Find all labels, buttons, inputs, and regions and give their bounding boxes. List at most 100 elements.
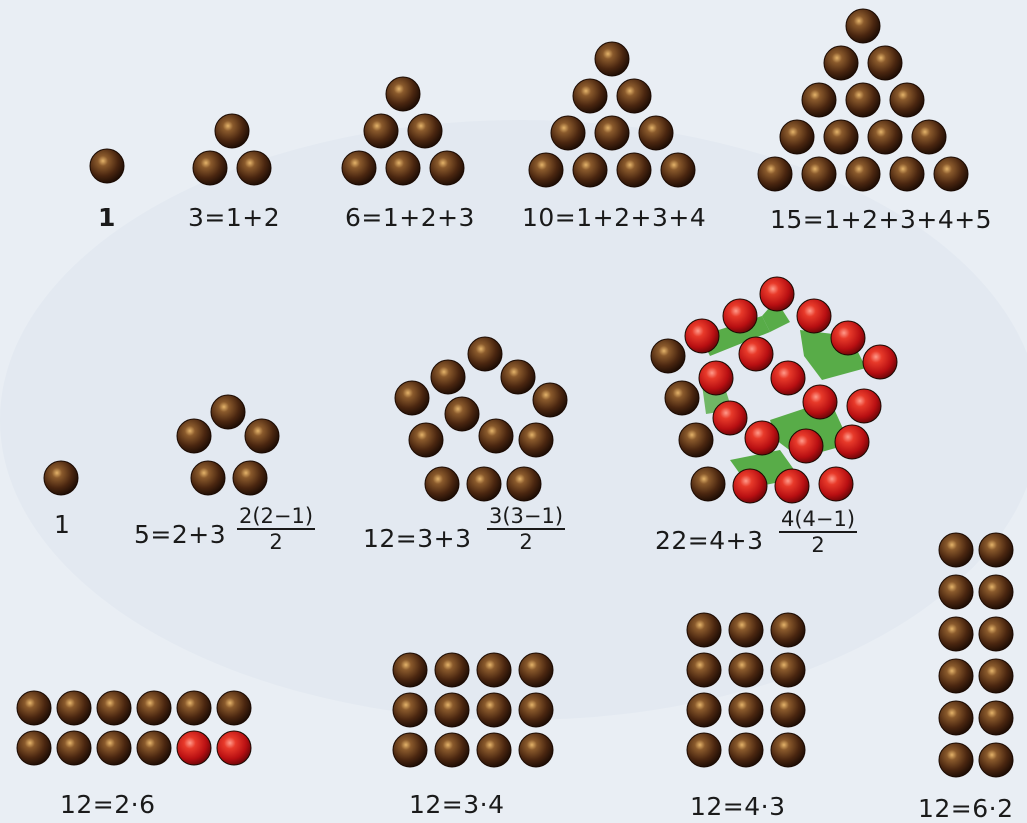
pentagonal-bead bbox=[685, 319, 719, 353]
rectangular-bead bbox=[939, 575, 973, 609]
rectangular-bead bbox=[519, 693, 553, 727]
pentagonal-bead bbox=[395, 381, 429, 415]
rectangular-label: 12=3·4 bbox=[409, 790, 505, 819]
pentagonal-bead bbox=[797, 299, 831, 333]
pentagonal-label: 1 bbox=[54, 510, 70, 539]
triangular-label: 10=1+2+3+4 bbox=[522, 203, 706, 232]
pentagonal-bead bbox=[431, 360, 465, 394]
pentagonal-label: 22=4+3 bbox=[655, 526, 764, 555]
pentagonal-bead bbox=[479, 419, 513, 453]
triangular-bead bbox=[595, 42, 629, 76]
triangular-bead bbox=[661, 153, 695, 187]
rectangular-bead bbox=[519, 733, 553, 767]
triangular-bead bbox=[846, 9, 880, 43]
triangular-bead bbox=[802, 83, 836, 117]
pentagonal-label: 5=2+3 bbox=[134, 520, 226, 549]
triangular-bead bbox=[364, 114, 398, 148]
rectangular-label: 12=4·3 bbox=[690, 792, 786, 821]
triangular-bead bbox=[846, 83, 880, 117]
triangular-bead bbox=[386, 151, 420, 185]
rectangular-bead bbox=[177, 731, 211, 765]
pentagonal-bead bbox=[425, 467, 459, 501]
rectangular-bead bbox=[687, 613, 721, 647]
rectangular-bead bbox=[979, 659, 1013, 693]
triangular-label: 1 bbox=[98, 203, 116, 232]
pentagonal-bead bbox=[771, 361, 805, 395]
triangular-bead bbox=[193, 151, 227, 185]
rectangular-bead bbox=[687, 693, 721, 727]
triangular-bead bbox=[342, 151, 376, 185]
pentagonal-bead bbox=[533, 383, 567, 417]
rectangular-bead bbox=[687, 653, 721, 687]
triangular-bead bbox=[617, 79, 651, 113]
rectangular-bead bbox=[435, 653, 469, 687]
pentagonal-bead bbox=[44, 461, 78, 495]
pentagonal-bead bbox=[789, 429, 823, 463]
pentagonal-bead bbox=[723, 299, 757, 333]
rectangular-bead bbox=[57, 691, 91, 725]
pentagonal-bead bbox=[803, 385, 837, 419]
rectangular-bead bbox=[519, 653, 553, 687]
pentagonal-bead bbox=[519, 423, 553, 457]
rectangular-bead bbox=[217, 691, 251, 725]
pentagonal-bead bbox=[699, 361, 733, 395]
pentagonal-bead bbox=[760, 277, 794, 311]
rectangular-label: 12=2·6 bbox=[60, 790, 156, 819]
rectangular-bead bbox=[939, 617, 973, 651]
fraction-denominator: 2 bbox=[779, 533, 857, 556]
pentagonal-bead bbox=[819, 467, 853, 501]
rectangular-bead bbox=[17, 691, 51, 725]
triangular-label: 6=1+2+3 bbox=[345, 203, 475, 232]
triangular-bead bbox=[912, 120, 946, 154]
pentagonal-bead bbox=[651, 339, 685, 373]
pentagonal-fraction: 2(2−1)2 bbox=[237, 505, 315, 553]
triangular-bead bbox=[573, 153, 607, 187]
triangular-bead bbox=[890, 83, 924, 117]
rectangular-bead bbox=[979, 575, 1013, 609]
pentagonal-bead bbox=[739, 337, 773, 371]
fraction-denominator: 2 bbox=[237, 530, 315, 553]
triangular-bead bbox=[408, 114, 442, 148]
triangular-bead bbox=[934, 157, 968, 191]
pentagonal-bead bbox=[831, 321, 865, 355]
triangular-bead bbox=[90, 149, 124, 183]
pentagonal-bead bbox=[713, 401, 747, 435]
pentagonal-bead bbox=[679, 423, 713, 457]
triangular-bead bbox=[237, 151, 271, 185]
rectangular-bead bbox=[771, 693, 805, 727]
rectangular-bead bbox=[57, 731, 91, 765]
triangular-label: 15=1+2+3+4+5 bbox=[770, 205, 992, 234]
triangular-bead bbox=[824, 120, 858, 154]
triangular-label: 3=1+2 bbox=[188, 203, 280, 232]
pentagonal-bead bbox=[245, 419, 279, 453]
pentagonal-label: 12=3+3 bbox=[363, 524, 472, 553]
rectangular-bead bbox=[393, 653, 427, 687]
triangular-bead bbox=[551, 116, 585, 150]
pentagonal-bead bbox=[745, 421, 779, 455]
rectangular-bead bbox=[771, 733, 805, 767]
triangular-bead bbox=[529, 153, 563, 187]
rectangular-bead bbox=[97, 731, 131, 765]
pentagonal-bead bbox=[691, 467, 725, 501]
pentagonal-bead bbox=[409, 423, 443, 457]
triangular-bead bbox=[639, 116, 673, 150]
rectangular-bead bbox=[729, 733, 763, 767]
rectangular-bead bbox=[979, 701, 1013, 735]
triangular-bead bbox=[430, 151, 464, 185]
triangular-bead bbox=[780, 120, 814, 154]
pentagonal-bead bbox=[847, 389, 881, 423]
rectangular-bead bbox=[435, 733, 469, 767]
triangular-bead bbox=[890, 157, 924, 191]
rectangular-bead bbox=[979, 533, 1013, 567]
pentagonal-bead bbox=[775, 469, 809, 503]
rectangular-bead bbox=[477, 693, 511, 727]
fraction-numerator: 3(3−1) bbox=[487, 505, 565, 530]
pentagonal-bead bbox=[863, 345, 897, 379]
rectangular-bead bbox=[687, 733, 721, 767]
rectangular-bead bbox=[729, 693, 763, 727]
triangular-bead bbox=[846, 157, 880, 191]
pentagonal-bead bbox=[445, 397, 479, 431]
rectangular-bead bbox=[979, 743, 1013, 777]
fraction-numerator: 2(2−1) bbox=[237, 505, 315, 530]
